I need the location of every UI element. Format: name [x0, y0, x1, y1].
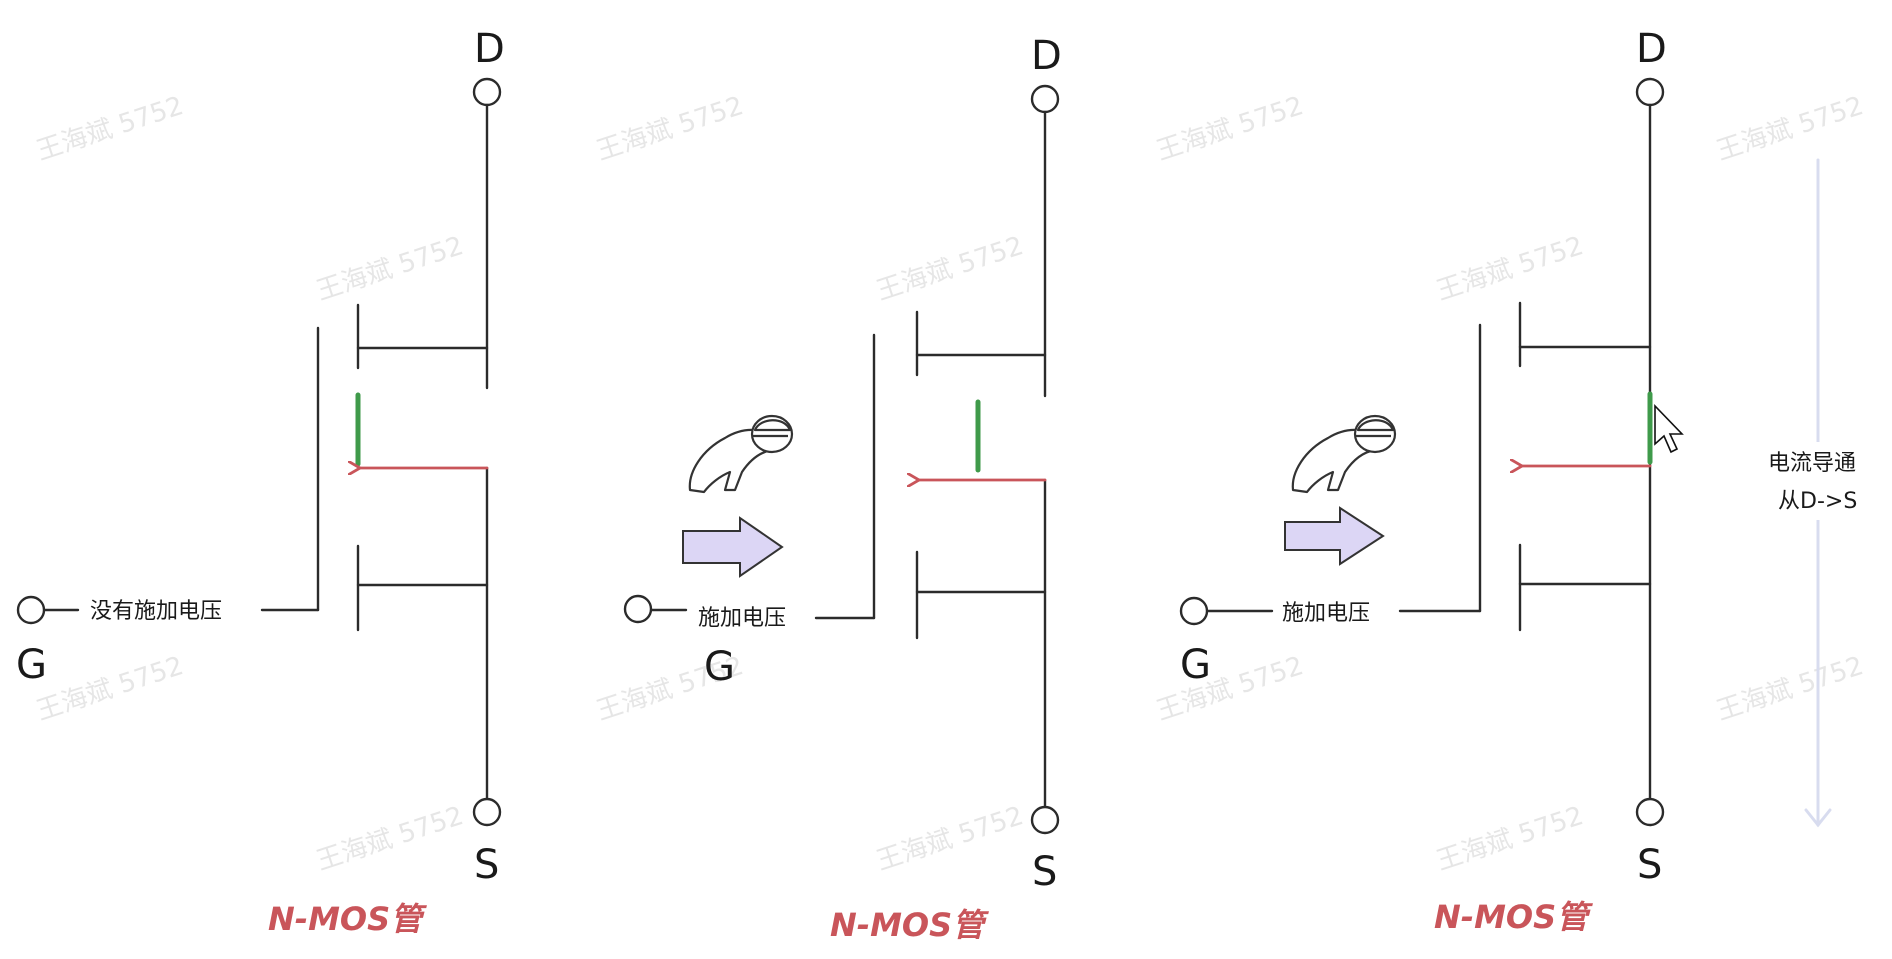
- drain-label: D: [1031, 33, 1062, 79]
- watermark: 王海斌 5752: [33, 651, 187, 727]
- note-background: [1752, 442, 1886, 520]
- watermark: 王海斌 5752: [1153, 651, 1307, 727]
- source-label: S: [1637, 842, 1662, 888]
- transition-2: [1284, 414, 1397, 566]
- gate-terminal: [16, 595, 46, 625]
- push-arrow-icon: [682, 516, 784, 578]
- source-terminal: [1635, 797, 1665, 827]
- current-note-line1: 电流导通: [1768, 451, 1856, 476]
- gate-label: G: [16, 642, 47, 688]
- gate-terminal: [623, 594, 653, 624]
- source-label: S: [1032, 849, 1057, 895]
- panel-title: N-MOS管: [1434, 898, 1593, 936]
- mouse-cursor-icon: [1654, 404, 1684, 454]
- panel-title: N-MOS管: [830, 906, 989, 944]
- watermark: 王海斌 5752: [593, 91, 747, 167]
- gate-label: G: [704, 644, 735, 690]
- gate-voltage-text: 施加电压: [698, 606, 786, 631]
- gate-label: G: [1180, 642, 1211, 688]
- panel-title: N-MOS管: [268, 900, 427, 938]
- source-label: S: [474, 842, 499, 888]
- drain-terminal: [1030, 84, 1060, 114]
- watermark: 王海斌 5752: [1713, 651, 1867, 727]
- watermarks: 王海斌 5752 王海斌 5752 王海斌 5752 王海斌 5752 王海斌 …: [33, 91, 1867, 877]
- drain-label: D: [1636, 26, 1667, 72]
- panel-2-voltage-applied: D 施加电压 G S N-MOS管: [623, 33, 1062, 944]
- watermark: 王海斌 5752: [1713, 91, 1867, 167]
- watermark: 王海斌 5752: [873, 801, 1027, 877]
- drain-terminal: [1635, 77, 1665, 107]
- drain-label: D: [474, 26, 505, 72]
- transition-1: [682, 414, 794, 578]
- watermark: 王海斌 5752: [33, 91, 187, 167]
- watermark: 王海斌 5752: [313, 231, 467, 307]
- gate-voltage-text: 没有施加电压: [90, 599, 222, 624]
- current-note-line2: 从D->S: [1778, 489, 1857, 514]
- watermark: 王海斌 5752: [1153, 91, 1307, 167]
- watermark: 王海斌 5752: [873, 231, 1027, 307]
- watermark: 王海斌 5752: [1433, 231, 1587, 307]
- pushing-person-icon: [1291, 414, 1397, 494]
- current-flow-note: 电流导通 从D->S: [1752, 158, 1886, 828]
- current-flow-arrowhead-icon: [1804, 808, 1832, 828]
- drain-terminal: [472, 77, 502, 107]
- source-terminal: [1030, 805, 1060, 835]
- source-terminal: [472, 797, 502, 827]
- pushing-person-icon: [688, 414, 794, 494]
- gate-terminal: [1179, 596, 1209, 626]
- gate-voltage-text: 施加电压: [1282, 601, 1370, 626]
- watermark: 王海斌 5752: [313, 801, 467, 877]
- push-arrow-icon: [1284, 506, 1385, 566]
- panel-3-conducting: D 施加电压 G S N-MOS管: [1179, 26, 1684, 936]
- watermark: 王海斌 5752: [1433, 801, 1587, 877]
- panel-1-no-voltage: D 没有施加电压 G S N-MOS管: [16, 26, 505, 938]
